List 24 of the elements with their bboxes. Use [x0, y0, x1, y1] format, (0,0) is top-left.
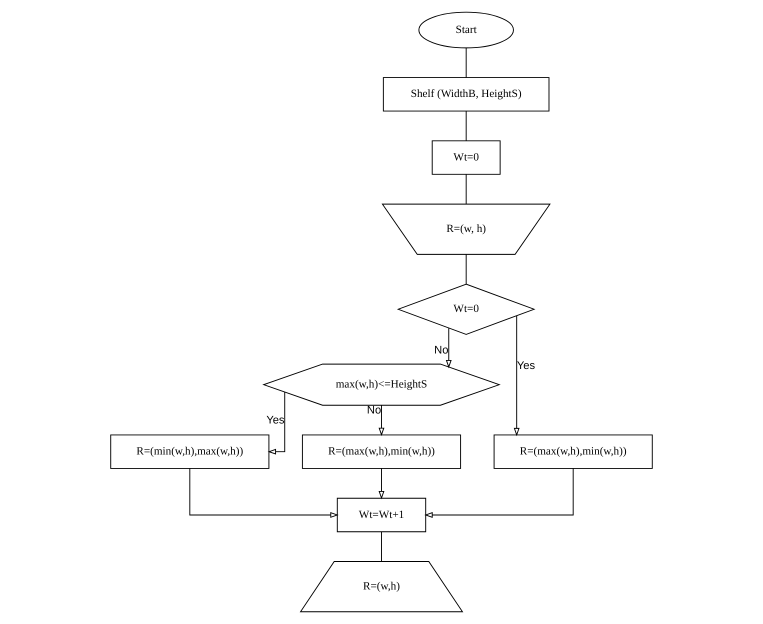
arrow	[514, 315, 520, 436]
node-ellipse: Start	[418, 12, 514, 48]
connector	[466, 47, 467, 78]
connector	[381, 532, 382, 562]
edge-label: No	[366, 404, 382, 417]
arrow	[189, 468, 339, 518]
node-box: Wt=Wt+1	[336, 498, 426, 532]
node-diamond: Wt=0	[396, 284, 536, 335]
arrow	[268, 392, 286, 455]
node-box: R=(min(w,h),max(w,h))	[110, 434, 270, 469]
arrow	[378, 468, 384, 500]
node-box: R=(max(w,h),min(w,h))	[494, 434, 653, 469]
node-box: Wt=0	[432, 140, 501, 175]
node-box: R=(max(w,h),min(w,h))	[302, 434, 462, 469]
arrow	[424, 468, 574, 518]
node-box: Shelf (WidthB, HeightS)	[382, 77, 550, 112]
edge-label: Yes	[266, 414, 285, 426]
edge-label: Yes	[516, 360, 536, 372]
connector	[466, 254, 467, 285]
edge-label: No	[434, 344, 448, 356]
connector	[466, 174, 467, 204]
arrow	[446, 328, 452, 368]
connector	[466, 110, 467, 142]
arrow	[378, 405, 384, 436]
